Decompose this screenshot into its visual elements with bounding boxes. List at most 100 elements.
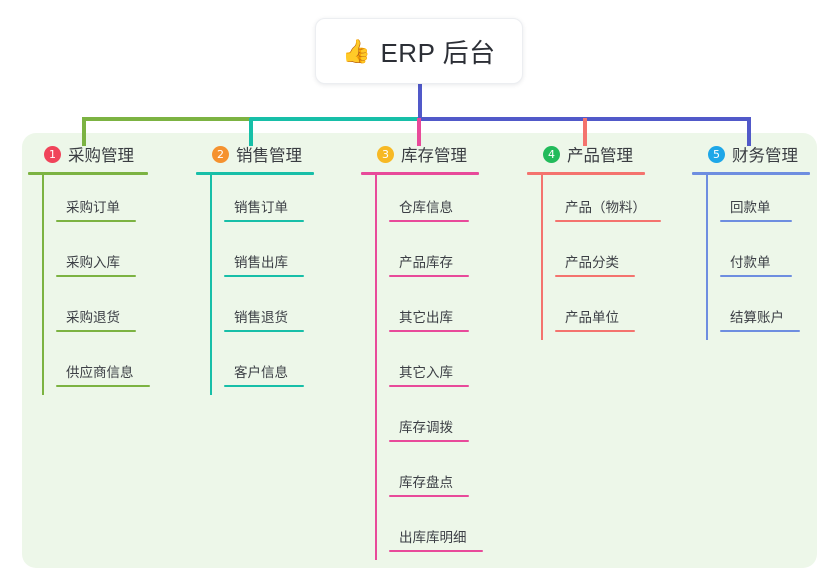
menu-item[interactable]: 供应商信息 [42,340,178,395]
menu-item[interactable]: 产品（物料） [541,175,677,230]
category-header[interactable]: 4 产品管理 [527,141,677,167]
menu-item-rule [555,275,635,277]
category-number-badge: 5 [708,145,725,163]
category-header-rule [196,172,314,175]
category-title: 财务管理 [732,147,798,165]
menu-item-rule [389,550,483,552]
menu-item-rule [389,220,469,222]
category-branch: 产品（物料） 产品分类产品单位 [527,175,677,340]
category-title: 销售管理 [236,147,302,165]
category-header[interactable]: 1 采购管理 [28,141,178,167]
category-header-rule [527,172,645,175]
menu-item-rule [720,330,800,332]
menu-item-rule [56,275,136,277]
category-number-badge: 1 [44,145,61,163]
menu-item[interactable]: 产品库存 [375,230,511,285]
category-header-rule [692,172,810,175]
menu-item[interactable]: 库存盘点 [375,450,511,505]
menu-item-label: 其它入库 [399,365,453,380]
category-title: 产品管理 [567,147,633,165]
menu-item-rule [389,385,469,387]
menu-item-label: 仓库信息 [399,200,453,215]
category-column: 2 销售管理销售订单销售出库销售退货客户信息 [196,141,346,395]
menu-item[interactable]: 出库库明细 [375,505,511,560]
category-branch: 采购订单采购入库采购退货供应商信息 [28,175,178,395]
menu-item-rule [224,275,304,277]
menu-item[interactable]: 其它出库 [375,285,511,340]
category-title: 采购管理 [68,147,134,165]
category-header[interactable]: 5 财务管理 [692,141,839,167]
branch-spine [375,175,377,560]
branch-spine [42,175,44,395]
category-column: 3 库存管理仓库信息产品库存其它出库其它入库库存调拨库存盘点出库库明细 [361,141,511,560]
menu-item-label: 产品单位 [565,310,619,325]
menu-item-label: 采购订单 [66,200,120,215]
menu-item-label: 付款单 [730,255,771,270]
menu-item[interactable]: 采购入库 [42,230,178,285]
menu-item-rule [56,385,150,387]
menu-item-label: 产品分类 [565,255,619,270]
menu-item[interactable]: 产品分类 [541,230,677,285]
category-header-rule [28,172,148,175]
menu-item-rule [555,330,635,332]
category-column: 4 产品管理产品（物料） 产品分类产品单位 [527,141,677,340]
menu-item[interactable]: 销售退货 [210,285,346,340]
category-number-badge: 2 [212,145,229,163]
root-node-card[interactable]: 👍 ERP 后台 [315,18,523,84]
category-header-rule [361,172,479,175]
menu-item-rule [224,385,304,387]
menu-item[interactable]: 采购订单 [42,175,178,230]
menu-item[interactable]: 库存调拨 [375,395,511,450]
menu-item-label: 库存盘点 [399,475,453,490]
menu-item-rule [720,275,792,277]
menu-item-label: 销售退货 [234,310,288,325]
menu-item-label: 结算账户 [730,310,784,325]
menu-item-rule [389,440,469,442]
category-number-badge: 3 [377,145,394,163]
menu-item-rule [555,220,661,222]
menu-item[interactable]: 结算账户 [706,285,839,340]
menu-item-rule [720,220,792,222]
menu-item-rule [389,275,469,277]
menu-item-label: 采购入库 [66,255,120,270]
menu-item-rule [56,330,136,332]
branch-spine [541,175,543,340]
menu-item[interactable]: 付款单 [706,230,839,285]
menu-item[interactable]: 采购退货 [42,285,178,340]
category-column: 1 采购管理采购订单采购入库采购退货供应商信息 [28,141,178,395]
menu-item-rule [56,220,136,222]
menu-item-label: 客户信息 [234,365,288,380]
menu-item[interactable]: 销售出库 [210,230,346,285]
menu-item-label: 销售出库 [234,255,288,270]
menu-item-label: 销售订单 [234,200,288,215]
menu-item[interactable]: 销售订单 [210,175,346,230]
category-header[interactable]: 3 库存管理 [361,141,511,167]
menu-item-rule [224,330,304,332]
menu-item[interactable]: 回款单 [706,175,839,230]
thumbs-up-icon: 👍 [342,37,372,64]
menu-item-label: 库存调拨 [399,420,453,435]
category-branch: 销售订单销售出库销售退货客户信息 [196,175,346,395]
category-number-badge: 4 [543,145,560,163]
menu-item[interactable]: 产品单位 [541,285,677,340]
menu-item-rule [389,495,469,497]
root-node-title: 👍 ERP 后台 [342,33,495,70]
menu-item-rule [224,220,304,222]
menu-item[interactable]: 仓库信息 [375,175,511,230]
category-branch: 仓库信息产品库存其它出库其它入库库存调拨库存盘点出库库明细 [361,175,511,560]
branch-spine [210,175,212,395]
menu-item[interactable]: 客户信息 [210,340,346,395]
category-column: 5 财务管理回款单付款单结算账户 [692,141,839,340]
menu-item-label: 其它出库 [399,310,453,325]
menu-item-label: 回款单 [730,200,771,215]
category-title: 库存管理 [401,147,467,165]
branch-spine [706,175,708,340]
menu-item-rule [389,330,469,332]
category-branch: 回款单付款单结算账户 [692,175,839,340]
root-title-text: ERP 后台 [380,37,496,68]
menu-item-label: 出库库明细 [399,530,467,545]
menu-item-label: 供应商信息 [66,365,134,380]
category-header[interactable]: 2 销售管理 [196,141,346,167]
menu-item[interactable]: 其它入库 [375,340,511,395]
menu-item-label: 产品（物料） [565,200,646,215]
